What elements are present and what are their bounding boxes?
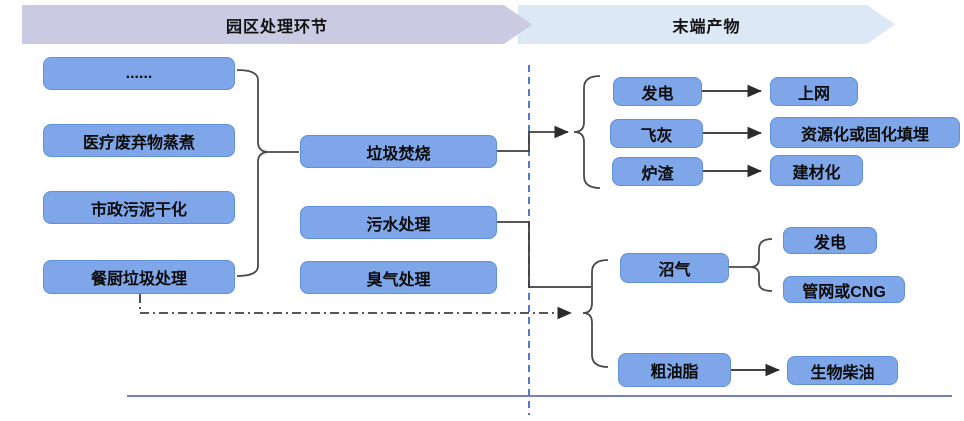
node-biogas: 沼气 xyxy=(620,253,729,283)
banner-end-products-label: 末端产物 xyxy=(672,18,741,36)
node-wastewater-treatment: 污水处理 xyxy=(300,206,497,239)
brace-incineration-products xyxy=(573,75,601,189)
connector-wastewater xyxy=(497,221,591,288)
node-kitchen-waste-treatment: 餐厨垃圾处理 xyxy=(43,260,235,294)
node-odor-treatment: 臭气处理 xyxy=(300,261,497,294)
node-biogas-power-generation: 发电 xyxy=(783,227,877,254)
connector-kitchen-waste-dashdot xyxy=(139,294,572,320)
brace-biogas-destinations xyxy=(749,238,773,292)
node-pipeline-or-cng: 管网或CNG xyxy=(783,276,905,303)
banner-park-processing-label: 园区处理环节 xyxy=(225,18,328,36)
banner-park-processing: 园区处理环节 xyxy=(22,5,532,44)
node-municipal-sludge-drying: 市政污泥干化 xyxy=(43,191,235,224)
brace-sources xyxy=(236,69,270,277)
node-slag: 炉渣 xyxy=(612,157,703,186)
banner-end-products: 末端产物 xyxy=(518,5,895,44)
node-ellipsis-sources: ...... xyxy=(43,57,235,90)
node-fly-ash: 飞灰 xyxy=(610,119,703,148)
brace-digestion-products xyxy=(582,259,609,368)
node-resource-or-solidified-landfill: 资源化或固化填埋 xyxy=(770,117,960,148)
node-medical-waste-cooking: 医疗废弃物蒸煮 xyxy=(43,124,235,157)
node-grid-connection: 上网 xyxy=(770,77,858,106)
node-waste-incineration: 垃圾焚烧 xyxy=(300,135,497,168)
node-power-generation: 发电 xyxy=(613,77,702,106)
node-biodiesel: 生物柴油 xyxy=(787,356,898,385)
node-building-materials: 建材化 xyxy=(770,155,863,186)
connector-incineration-output xyxy=(497,125,569,152)
node-crude-grease: 粗油脂 xyxy=(618,353,731,387)
